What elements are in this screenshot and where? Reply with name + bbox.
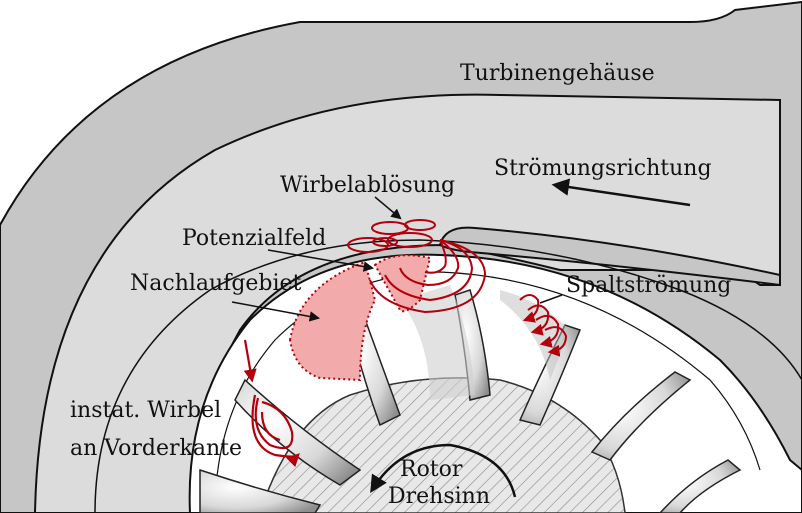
label-tip-clearance-flow: Spaltströmung [566,273,731,298]
label-housing: Turbinengehäuse [460,61,655,86]
label-wake-region: Nachlaufgebiet [130,271,302,296]
label-unsteady-vortex-line1: instat. Wirbel [70,398,221,423]
label-rotor-line1: Rotor [400,457,463,482]
label-flow-direction: Strömungsrichtung [494,156,712,181]
label-potential-field: Potenzialfeld [182,226,326,251]
label-vortex-shedding: Wirbelablösung [280,173,455,198]
label-rotor-line2: Drehsinn [388,484,490,509]
label-unsteady-vortex-line2: an Vorderkante [70,436,242,461]
